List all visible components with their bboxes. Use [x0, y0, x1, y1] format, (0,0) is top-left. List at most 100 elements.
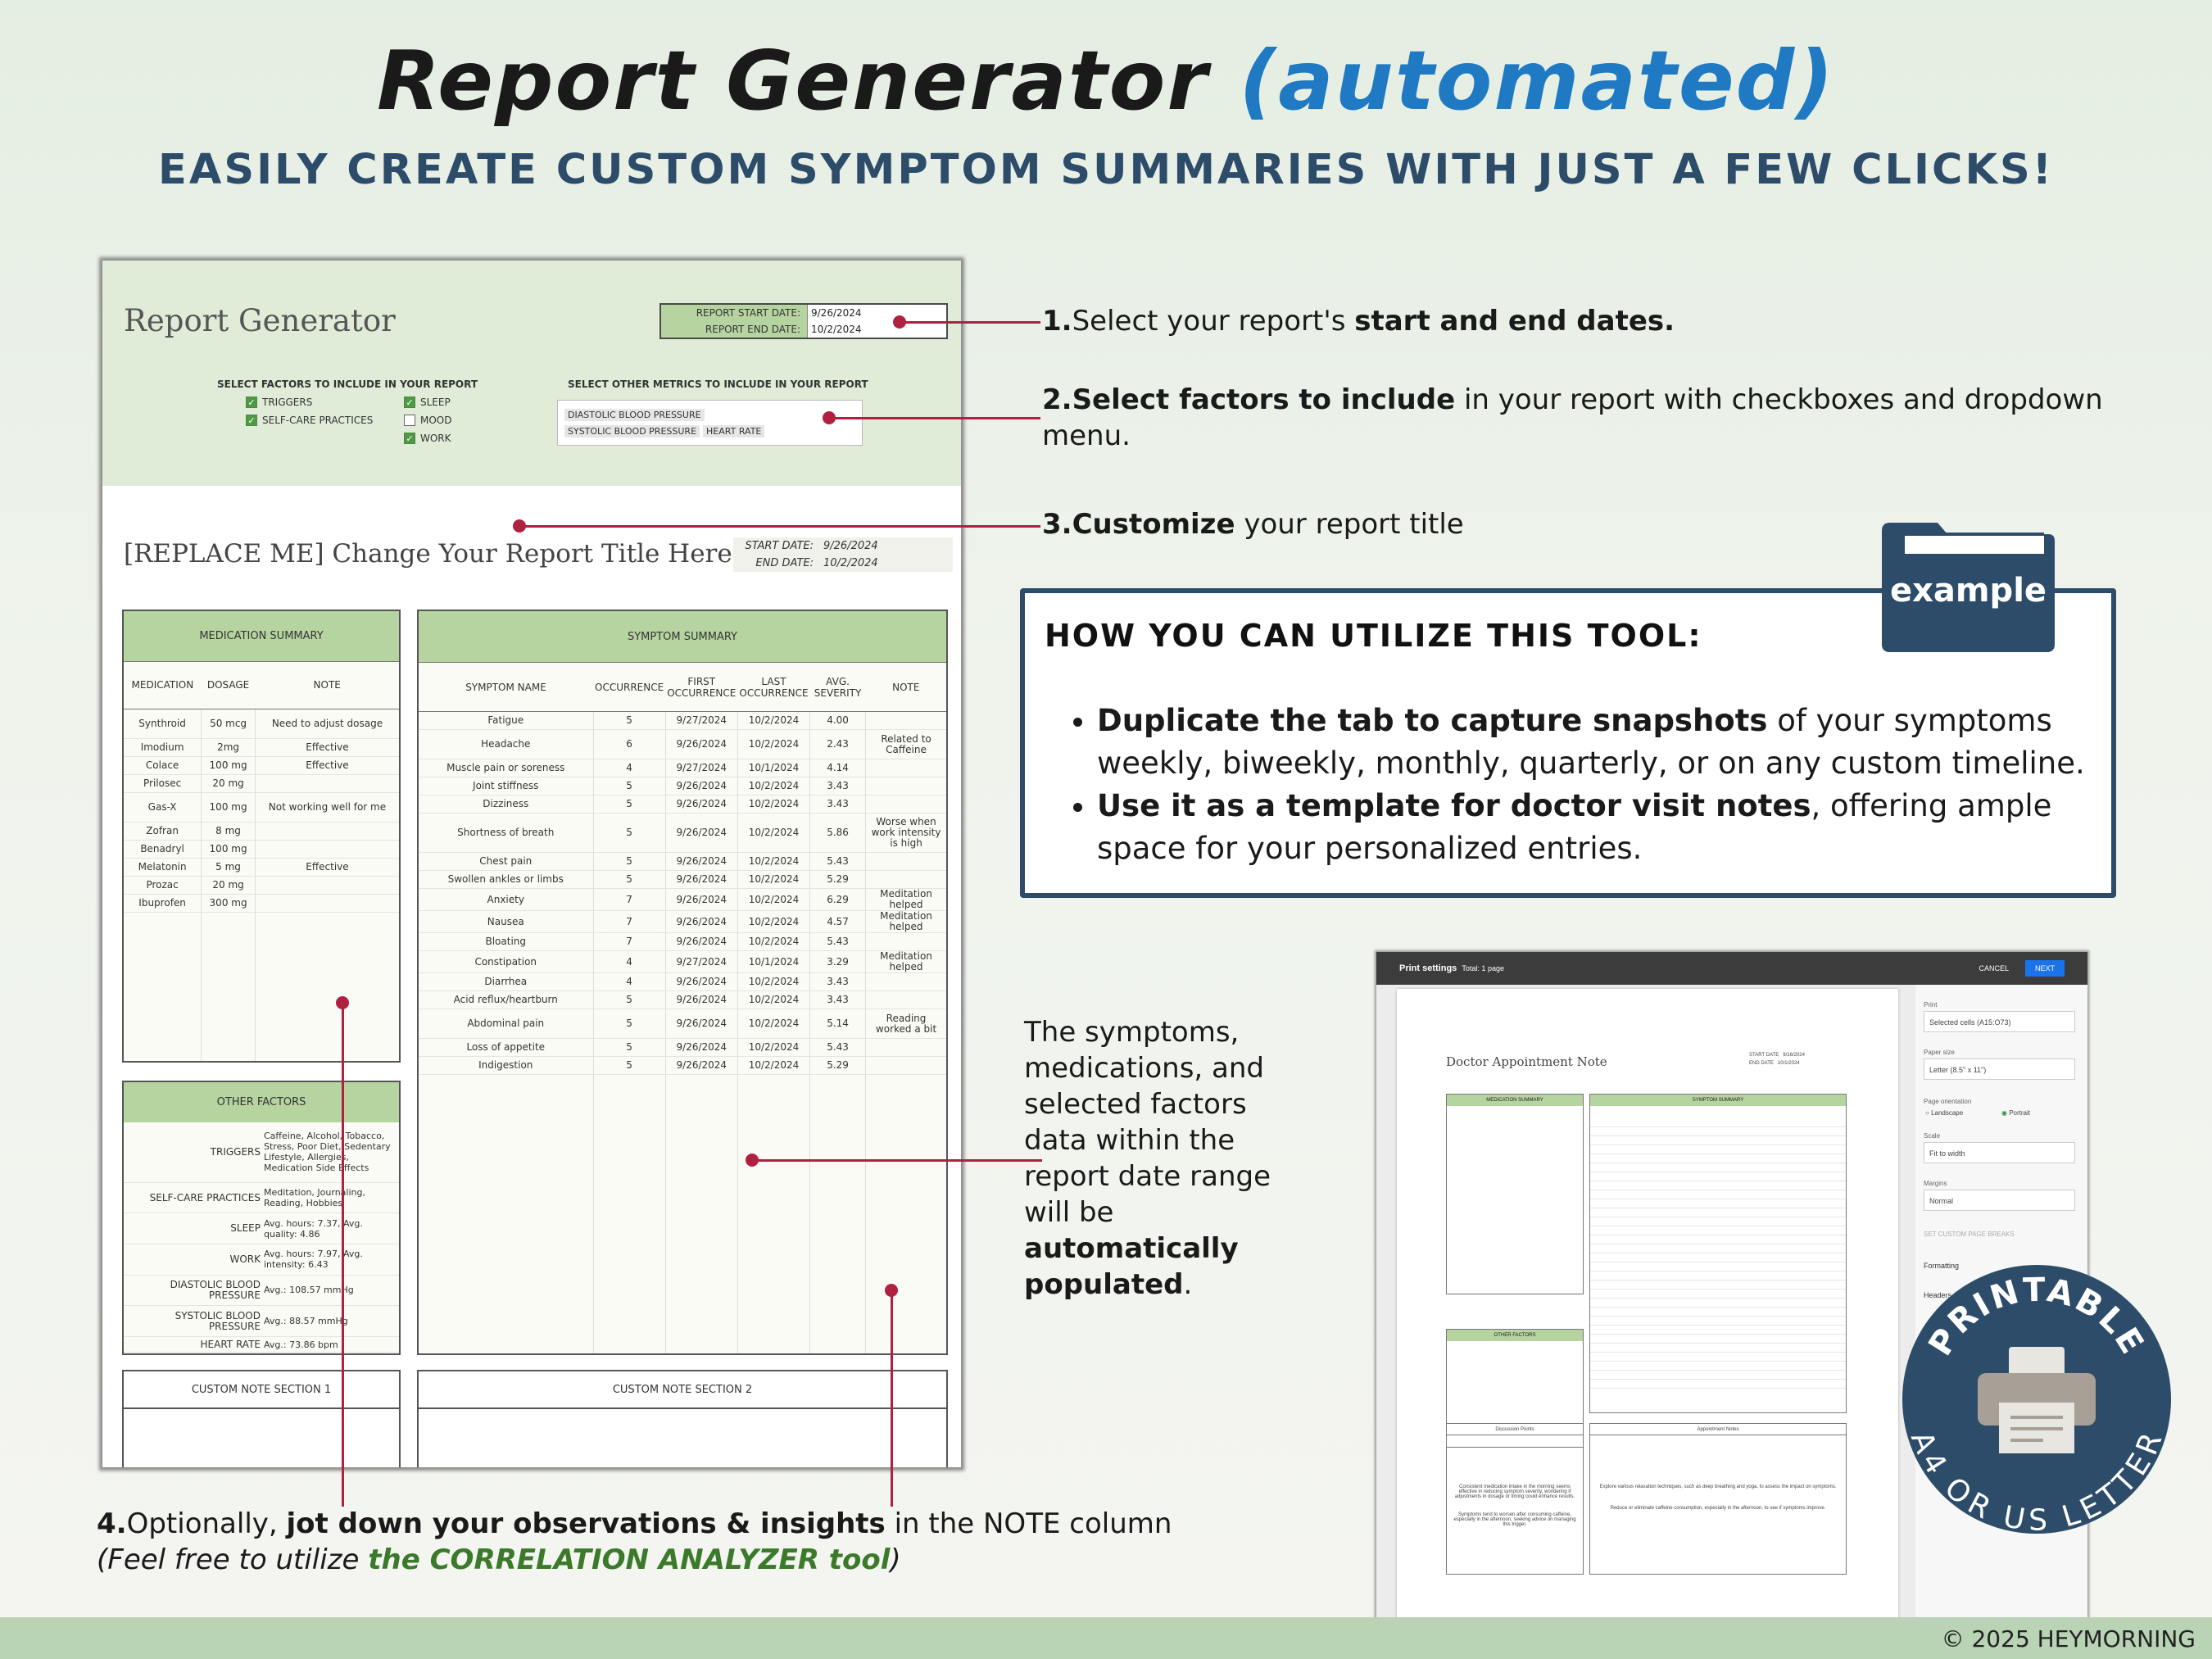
mini-row — [1590, 1352, 1846, 1362]
annotation-3: 3.Customize your report title — [1042, 508, 1464, 541]
table-cell[interactable]: Effective — [254, 756, 400, 776]
table-cell: 300 mg — [201, 894, 256, 913]
table-cell: 7 — [592, 888, 666, 912]
table-cell: 2mg — [201, 738, 256, 758]
annotation-1: 1.Select your report's start and end dat… — [1042, 305, 1675, 338]
table-cell: Melatonin — [123, 858, 202, 877]
connector-dot-2 — [823, 411, 836, 424]
portrait-radio[interactable]: ◉ Portrait — [2001, 1109, 2031, 1117]
mini-row — [1590, 1126, 1846, 1136]
mini-row — [1590, 1117, 1846, 1127]
table-cell[interactable]: Meditation helped — [865, 888, 947, 912]
factor-checkbox-selfcare[interactable]: ✓SELF-CARE PRACTICES — [246, 415, 373, 426]
table-cell[interactable] — [865, 972, 947, 992]
formatting-section[interactable]: Formatting — [1924, 1262, 1960, 1270]
table-cell: 5 — [592, 990, 666, 1010]
table-cell: 10/2/2024 — [737, 990, 810, 1010]
factor-checkbox-mood[interactable]: MOOD — [404, 415, 451, 426]
annotation-2: 2.Select factors to include in your repo… — [1042, 383, 2103, 452]
sheet-title: Report Generator — [124, 303, 396, 338]
table-cell[interactable]: Effective — [254, 738, 400, 758]
connector-line-4b — [891, 1291, 893, 1507]
mini-row — [1590, 1262, 1846, 1271]
table-cell: 5 — [592, 1009, 666, 1040]
table-cell[interactable]: Reading worked a bit — [865, 1009, 947, 1040]
table-cell: 10/2/2024 — [737, 972, 810, 992]
table-cell[interactable]: Not working well for me — [254, 792, 400, 823]
factor-checkbox-sleep[interactable]: ✓SLEEP — [404, 397, 451, 408]
table-cell: 10/2/2024 — [737, 729, 810, 760]
landscape-radio[interactable]: ○ Landscape — [1925, 1109, 1964, 1117]
table-cell[interactable] — [254, 822, 400, 841]
margins-select[interactable]: Normal — [1924, 1190, 2075, 1211]
table-cell[interactable] — [865, 1056, 947, 1076]
table-cell[interactable] — [865, 795, 947, 814]
table-cell[interactable] — [865, 759, 947, 778]
table-cell: Bloating — [418, 932, 593, 952]
mini-row — [1590, 1145, 1846, 1154]
report-date-display: START DATE:9/26/2024 END DATE:10/2/2024 — [733, 537, 953, 572]
metrics-dropdown[interactable]: DIASTOLIC BLOOD PRESSURE SYSTOLIC BLOOD … — [557, 400, 863, 446]
paper-size-select[interactable]: Letter (8.5" x 11") — [1924, 1058, 2075, 1080]
factor-checkbox-work[interactable]: ✓WORK — [404, 433, 451, 444]
connector-dot-4a — [336, 996, 349, 1009]
factor-checkbox-triggers[interactable]: ✓TRIGGERS — [246, 397, 312, 408]
end-date-input[interactable]: 10/2/2024 — [807, 321, 946, 338]
scale-select[interactable]: Fit to width — [1924, 1142, 2075, 1163]
table-cell[interactable] — [254, 894, 400, 913]
table-cell[interactable] — [865, 777, 947, 796]
mini-row — [1590, 1370, 1846, 1380]
page-breaks-link[interactable]: SET CUSTOM PAGE BREAKS — [1924, 1231, 2015, 1238]
table-cell: 4 — [592, 759, 666, 778]
table-cell: Anxiety — [418, 888, 593, 912]
table-cell[interactable]: Meditation helped — [865, 950, 947, 974]
table-cell[interactable] — [254, 774, 400, 794]
table-cell[interactable] — [865, 852, 947, 872]
table-cell[interactable] — [865, 932, 947, 952]
table-cell[interactable]: Need to adjust dosage — [254, 709, 400, 740]
table-cell[interactable] — [865, 711, 947, 731]
custom-note-section-1[interactable]: CUSTOM NOTE SECTION 1 — [122, 1370, 401, 1467]
discussion-points: Discussion Points Consistent medication … — [1446, 1423, 1584, 1575]
next-button[interactable]: NEXT — [2024, 960, 2065, 977]
table-cell: 5.43 — [809, 852, 866, 872]
table-cell[interactable]: Related to Caffeine — [865, 729, 947, 760]
mini-row — [1590, 1361, 1846, 1371]
table-cell[interactable] — [865, 1038, 947, 1058]
metric-chip[interactable]: DIASTOLIC BLOOD PRESSURE — [564, 409, 705, 421]
table-cell[interactable]: Worse when work intensity is high — [865, 813, 947, 854]
table-cell: 3.29 — [809, 950, 866, 974]
connector-line-1 — [900, 321, 1040, 324]
table-cell: 9/26/2024 — [664, 795, 738, 814]
table-cell[interactable] — [865, 990, 947, 1010]
table-cell[interactable]: Effective — [254, 858, 400, 877]
start-date-input[interactable]: 9/26/2024 — [807, 305, 946, 321]
report-title-input[interactable]: [REPLACE ME] Change Your Report Title He… — [124, 539, 732, 569]
metric-chip[interactable]: HEART RATE — [703, 425, 765, 437]
table-cell: Joint stiffness — [418, 777, 593, 796]
metric-chip[interactable]: SYSTOLIC BLOOD PRESSURE — [564, 425, 700, 437]
report-sheet: Report Generator REPORT START DATE:9/26/… — [102, 261, 961, 1467]
table-cell: Gas-X — [123, 792, 202, 823]
table-cell[interactable]: Meditation helped — [865, 910, 947, 934]
table-cell: 100 mg — [201, 840, 256, 859]
table-cell: Prilosec — [123, 774, 202, 794]
table-cell[interactable] — [865, 870, 947, 890]
table-cell: 5.14 — [809, 1009, 866, 1040]
table-cell: 50 mcg — [201, 709, 256, 740]
table-cell[interactable] — [254, 876, 400, 895]
print-range-select[interactable]: Selected cells (A15:O73) — [1924, 1011, 2075, 1032]
table-cell: Zofran — [123, 822, 202, 841]
mini-row — [1590, 1172, 1846, 1181]
table-cell: 6 — [592, 729, 666, 760]
table-cell: 20 mg — [201, 774, 256, 794]
table-cell[interactable] — [254, 840, 400, 859]
custom-note-section-2[interactable]: CUSTOM NOTE SECTION 2 — [417, 1370, 948, 1467]
cancel-button[interactable]: CANCEL — [1979, 964, 2009, 972]
